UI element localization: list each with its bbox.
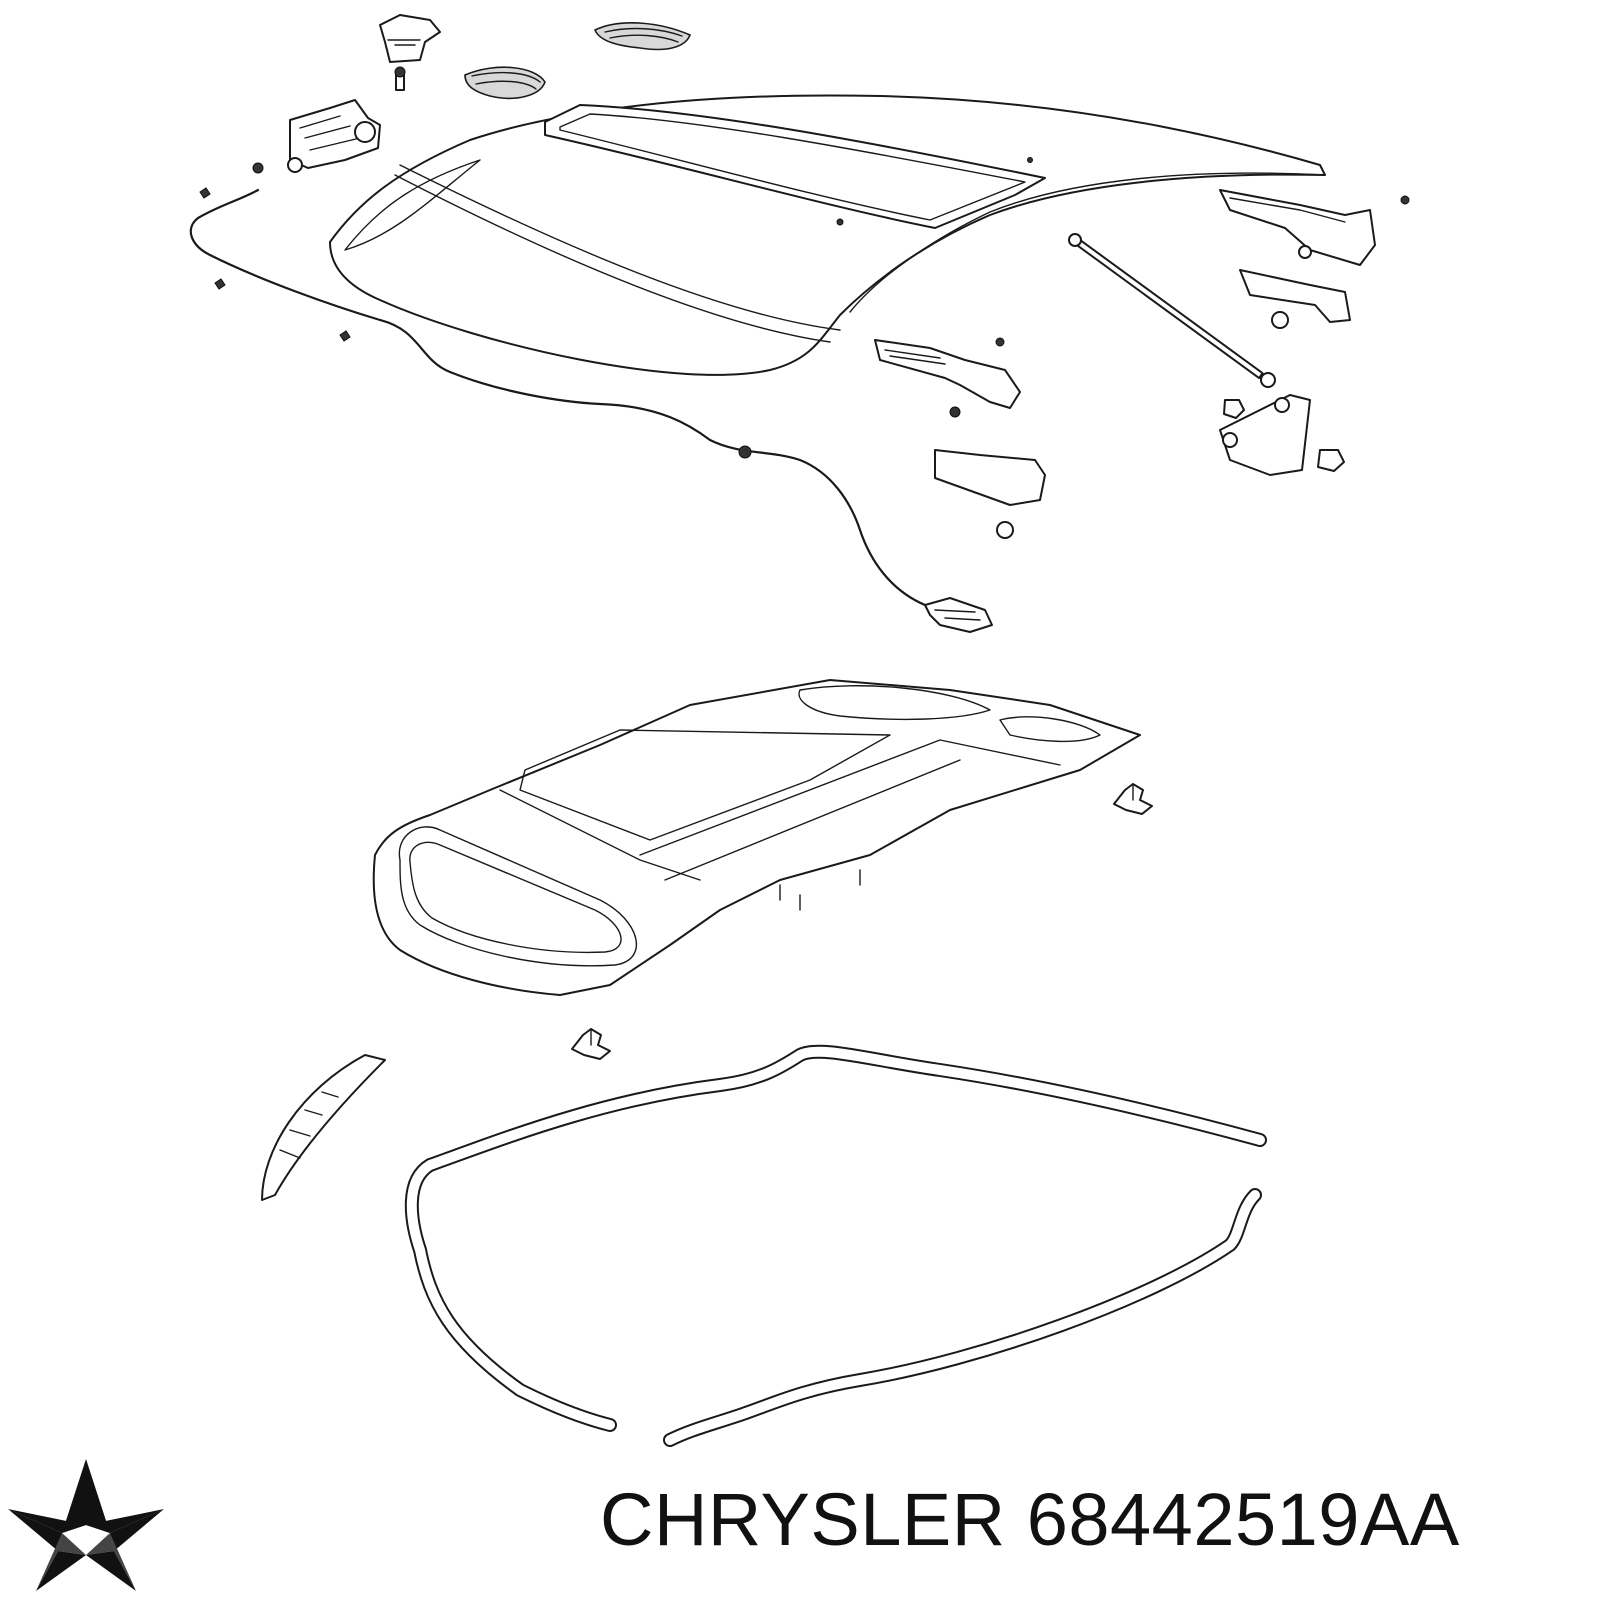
hood-panel <box>329 94 1326 376</box>
hood-scoop-insert <box>544 104 1046 229</box>
strut-bracket <box>1219 394 1345 476</box>
push-pin-clip <box>1113 783 1153 815</box>
push-pin-clip <box>571 1028 611 1060</box>
hood-latch <box>252 99 381 174</box>
seal-corner-piece <box>261 1054 386 1201</box>
part-caption: CHRYSLER 68442519AA <box>600 1483 1460 1557</box>
release-handle <box>924 597 993 633</box>
hood-bumper-bracket <box>379 14 441 91</box>
part-number: 68442519AA <box>1026 1478 1460 1561</box>
hood-vent-grille-left <box>464 66 546 100</box>
hood-vent-grille-right <box>593 22 692 51</box>
hood-seal-weatherstrip <box>404 1044 1267 1447</box>
gas-strut <box>1068 233 1276 388</box>
hinge-right <box>1219 189 1410 329</box>
hood-insulator-pad <box>372 679 1141 996</box>
hinge-left <box>874 337 1046 539</box>
hood-release-cable <box>189 187 927 607</box>
chrysler-pentastar-icon <box>8 1459 164 1591</box>
manufacturer-name: CHRYSLER <box>600 1478 1006 1561</box>
